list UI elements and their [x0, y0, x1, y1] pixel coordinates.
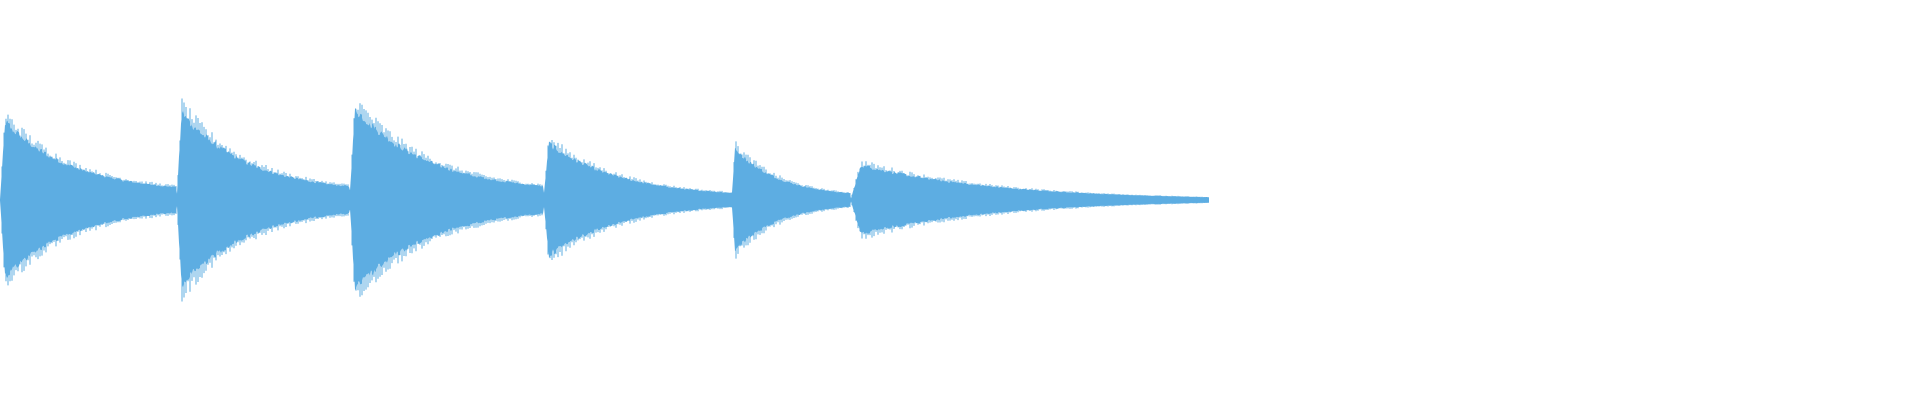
waveform-spikes: [1, 98, 1205, 302]
